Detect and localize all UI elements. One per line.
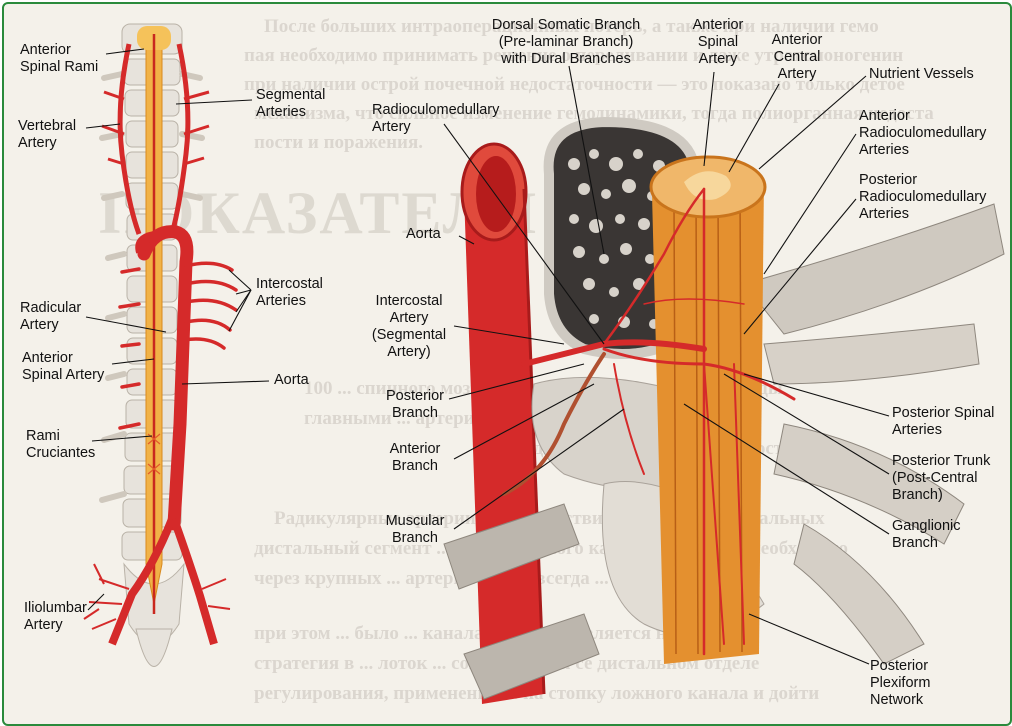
label-ganglionic-branch: Ganglionic Branch bbox=[892, 518, 961, 552]
label-posterior-trunk: Posterior Trunk (Post-Central Branch) bbox=[892, 453, 990, 504]
label-radicular-artery: Radicular Artery bbox=[20, 300, 81, 334]
label-anterior-spinal-artery-right: Anterior Spinal Artery bbox=[686, 17, 750, 68]
label-posterior-spinal-arteries: Posterior Spinal Arteries bbox=[892, 405, 994, 439]
label-posterior-plexiform-network: Posterior Plexiform Network bbox=[870, 658, 930, 709]
label-intercostal-segmental-artery: Intercostal Artery (Segmental Artery) bbox=[364, 293, 454, 361]
label-segmental-arteries: Segmental Arteries bbox=[256, 87, 325, 121]
label-vertebral-artery: Vertebral Artery bbox=[18, 118, 76, 152]
label-intercostal-arteries: Intercostal Arteries bbox=[256, 276, 323, 310]
label-rami-cruciantes: Rami Cruciantes bbox=[26, 428, 95, 462]
label-anterior-spinal-artery-left: Anterior Spinal Artery bbox=[22, 350, 104, 384]
label-nutrient-vessels: Nutrient Vessels bbox=[869, 66, 974, 83]
label-aorta-right: Aorta bbox=[406, 226, 441, 243]
label-radiculomedullary-artery: Radioculomedullary Artery bbox=[372, 102, 499, 136]
label-iliolumbar-artery: Iliolumbar Artery bbox=[24, 600, 87, 634]
label-aorta-left: Aorta bbox=[274, 372, 309, 389]
label-posterior-radiculomedullary: Posterior Radioculomedullary Arteries bbox=[859, 172, 986, 223]
label-dorsal-somatic-branch: Dorsal Somatic Branch (Pre-laminar Branc… bbox=[476, 17, 656, 68]
label-anterior-central-artery: Anterior Central Artery bbox=[764, 32, 830, 83]
label-anterior-radiculomedullary: Anterior Radioculomedullary Arteries bbox=[859, 108, 986, 159]
spinal-column-figure bbox=[84, 24, 236, 667]
label-muscular-branch: Muscular Branch bbox=[384, 513, 446, 547]
label-anterior-spinal-rami: Anterior Spinal Rami bbox=[20, 42, 98, 76]
label-anterior-branch: Anterior Branch bbox=[384, 441, 446, 475]
label-posterior-branch: Posterior Branch bbox=[384, 388, 446, 422]
